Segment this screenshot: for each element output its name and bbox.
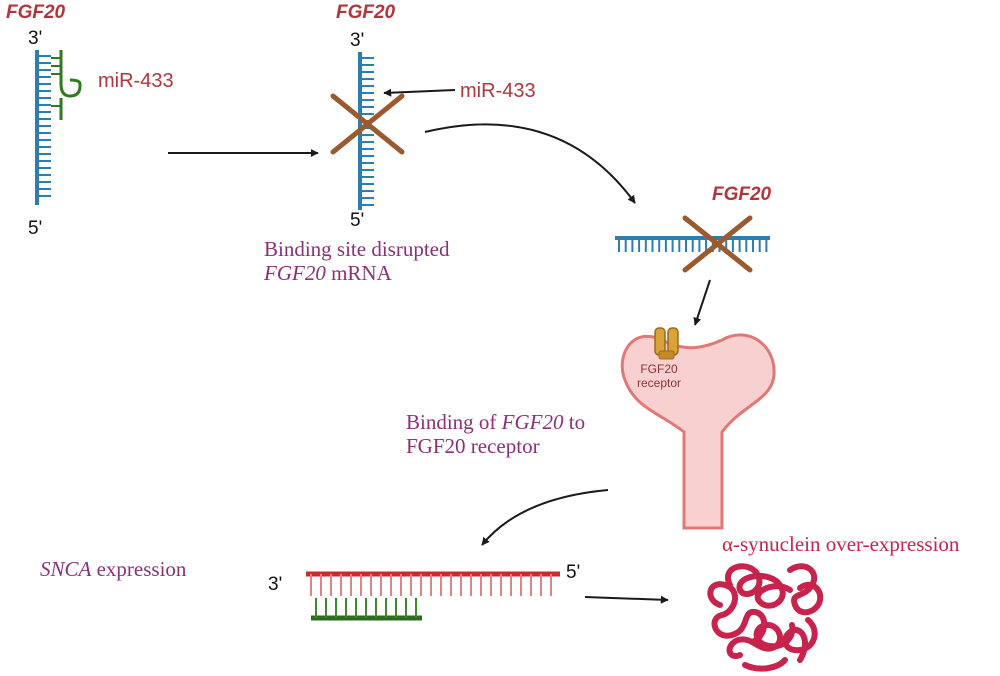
- mir-433-left-strand: [51, 50, 82, 120]
- left-mrna-strand: [35, 50, 51, 205]
- receptor-protein-icon: [654, 327, 679, 360]
- disrupted-suffix: mRNA: [325, 261, 392, 286]
- snca-gene-name: SNCA: [40, 557, 92, 581]
- snca-mrna-strand: [306, 571, 560, 596]
- binding-of-fgf20-label: Binding of FGF20 to FGF20 receptor: [406, 410, 585, 458]
- arrow-curve-to-right-strand: [424, 123, 636, 204]
- binding-gene-name: FGF20: [501, 410, 564, 434]
- alpha-synuclein-aggregate-icon: [707, 563, 824, 672]
- three-prime-label-bottom: 3': [268, 574, 283, 595]
- disrupted-gene-name: FGF20: [264, 261, 326, 286]
- binding-site-line2: FGF20 mRNA: [264, 261, 450, 285]
- mir-433-label-left: miR-433: [98, 70, 174, 92]
- five-prime-label-middle: 5': [350, 210, 365, 231]
- fgf20-gene-label-right: FGF20: [712, 184, 772, 205]
- arrow-curve-to-snca: [481, 489, 609, 546]
- binding-site-line1: Binding site disrupted: [264, 237, 450, 261]
- alpha-synuclein-label: α-synuclein over-expression: [722, 532, 960, 556]
- three-prime-label-left: 3': [28, 28, 43, 49]
- receptor-label-line1: FGF20: [640, 362, 678, 376]
- binding-site-disrupted-label: Binding site disrupted FGF20 mRNA: [264, 237, 450, 285]
- snca-suffix: expression: [91, 557, 187, 581]
- snca-mirna-strand: [311, 598, 422, 621]
- arrow-strand-to-receptor: [693, 279, 711, 326]
- cross-mark-middle: [330, 93, 405, 155]
- five-prime-label-bottom: 5': [566, 562, 581, 583]
- binding-prefix: Binding of: [406, 410, 502, 434]
- cross-mark-right: [682, 215, 753, 273]
- snca-expression-label: SNCA expression: [40, 557, 186, 581]
- binding-of-line1: Binding of FGF20 to: [406, 410, 585, 434]
- mir-433-label-middle: miR-433: [460, 80, 536, 102]
- right-mrna-strand: [615, 236, 770, 252]
- arrow-snca-to-synuclein: [584, 595, 669, 604]
- arrow-mir-pointer: [383, 88, 456, 97]
- three-prime-label-middle: 3': [350, 30, 365, 51]
- binding-of-line2: FGF20 receptor: [406, 434, 540, 459]
- fgf20-receptor-label: FGF20 receptor: [637, 362, 681, 391]
- five-prime-label-left: 5': [28, 218, 43, 239]
- binding-suffix: to: [563, 410, 586, 434]
- fgf20-gene-label-top-middle: FGF20: [336, 2, 396, 23]
- fgf20-gene-label-top-left: FGF20: [6, 2, 66, 23]
- neuron-receptor-shape: [620, 333, 776, 530]
- receptor-label-line2: receptor: [637, 376, 682, 391]
